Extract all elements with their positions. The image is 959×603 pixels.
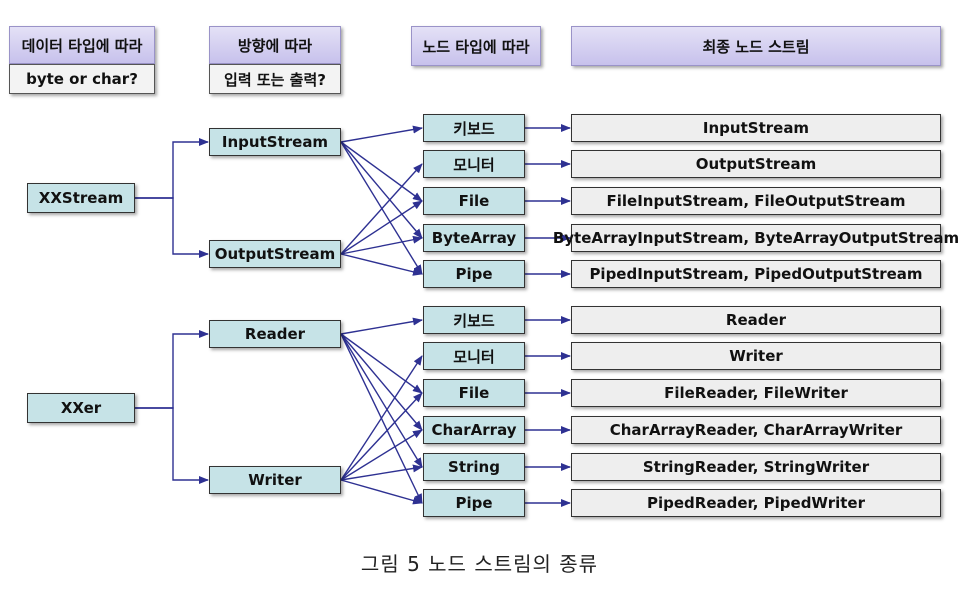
header-data-type: 데이터 타입에 따라 xyxy=(9,26,155,64)
direction-writer: Writer xyxy=(209,466,341,494)
wire-output-node-3 xyxy=(340,235,423,255)
figure-caption: 그림 5 노드 스트림의 종류 xyxy=(360,552,599,576)
node-monitor-byte: 모니터 xyxy=(423,150,525,178)
node-file-byte: File xyxy=(423,187,525,215)
direction-reader: Reader xyxy=(209,320,341,348)
wire-input-node-3 xyxy=(340,141,423,239)
direction-inputstream: InputStream xyxy=(209,128,341,156)
header-data-type-sub: byte or char? xyxy=(9,64,155,94)
wire-output-node-2 xyxy=(340,200,423,255)
wire-reader-node-2 xyxy=(340,333,423,394)
node-pipe-byte: Pipe xyxy=(423,260,525,288)
wire-writer-node-4 xyxy=(340,464,423,481)
header-direction-sub: 입력 또는 출력? xyxy=(209,64,341,94)
wire-xxstream-output xyxy=(135,197,209,258)
root-xxstream: XXStream xyxy=(27,183,135,213)
node-monitor-char: 모니터 xyxy=(423,342,525,370)
result-bytearray-streams: ByteArrayInputStream, ByteArrayOutputStr… xyxy=(553,224,959,252)
wire-reader-node-4 xyxy=(340,333,423,468)
wire-output-node-1 xyxy=(340,163,423,255)
result-inputstream: InputStream xyxy=(571,114,941,142)
node-file-char: File xyxy=(423,379,525,407)
header-direction: 방향에 따라 xyxy=(209,26,341,64)
wire-writer-node-5 xyxy=(340,479,423,505)
wire-writer-node-1 xyxy=(340,355,423,481)
result-piped-streams: PipedInputStream, PipedOutputStream xyxy=(571,260,941,288)
result-piped-rw: PipedReader, PipedWriter xyxy=(571,489,941,517)
node-string: String xyxy=(423,453,525,481)
header-final-stream: 최종 노드 스트림 xyxy=(571,26,941,66)
wire-reader-node-0 xyxy=(340,317,423,335)
direction-outputstream: OutputStream xyxy=(209,240,341,268)
result-file-streams: FileInputStream, FileOutputStream xyxy=(571,187,941,215)
wire-output-node-4 xyxy=(340,253,423,276)
node-chararray: CharArray xyxy=(423,416,525,444)
node-keyboard-char: 키보드 xyxy=(423,306,525,334)
root-xxer: XXer xyxy=(27,393,135,423)
result-chararray-rw: CharArrayReader, CharArrayWriter xyxy=(571,416,941,444)
result-string-rw: StringReader, StringWriter xyxy=(571,453,941,481)
wire-input-node-0 xyxy=(340,125,423,143)
wire-writer-node-3 xyxy=(340,429,423,481)
wire-writer-node-2 xyxy=(340,392,423,481)
node-bytearray: ByteArray xyxy=(423,224,525,252)
result-reader: Reader xyxy=(571,306,941,334)
wire-xxer-reader xyxy=(135,330,209,409)
wire-xxer-writer xyxy=(135,407,209,484)
node-pipe-char: Pipe xyxy=(423,489,525,517)
node-keyboard-byte: 키보드 xyxy=(423,114,525,142)
result-outputstream: OutputStream xyxy=(571,150,941,178)
header-node-type: 노드 타입에 따라 xyxy=(411,26,541,66)
result-file-rw: FileReader, FileWriter xyxy=(571,379,941,407)
wire-reader-node-3 xyxy=(340,333,423,431)
wire-xxstream-input xyxy=(135,138,209,199)
wire-input-node-2 xyxy=(340,141,423,202)
result-writer: Writer xyxy=(571,342,941,370)
